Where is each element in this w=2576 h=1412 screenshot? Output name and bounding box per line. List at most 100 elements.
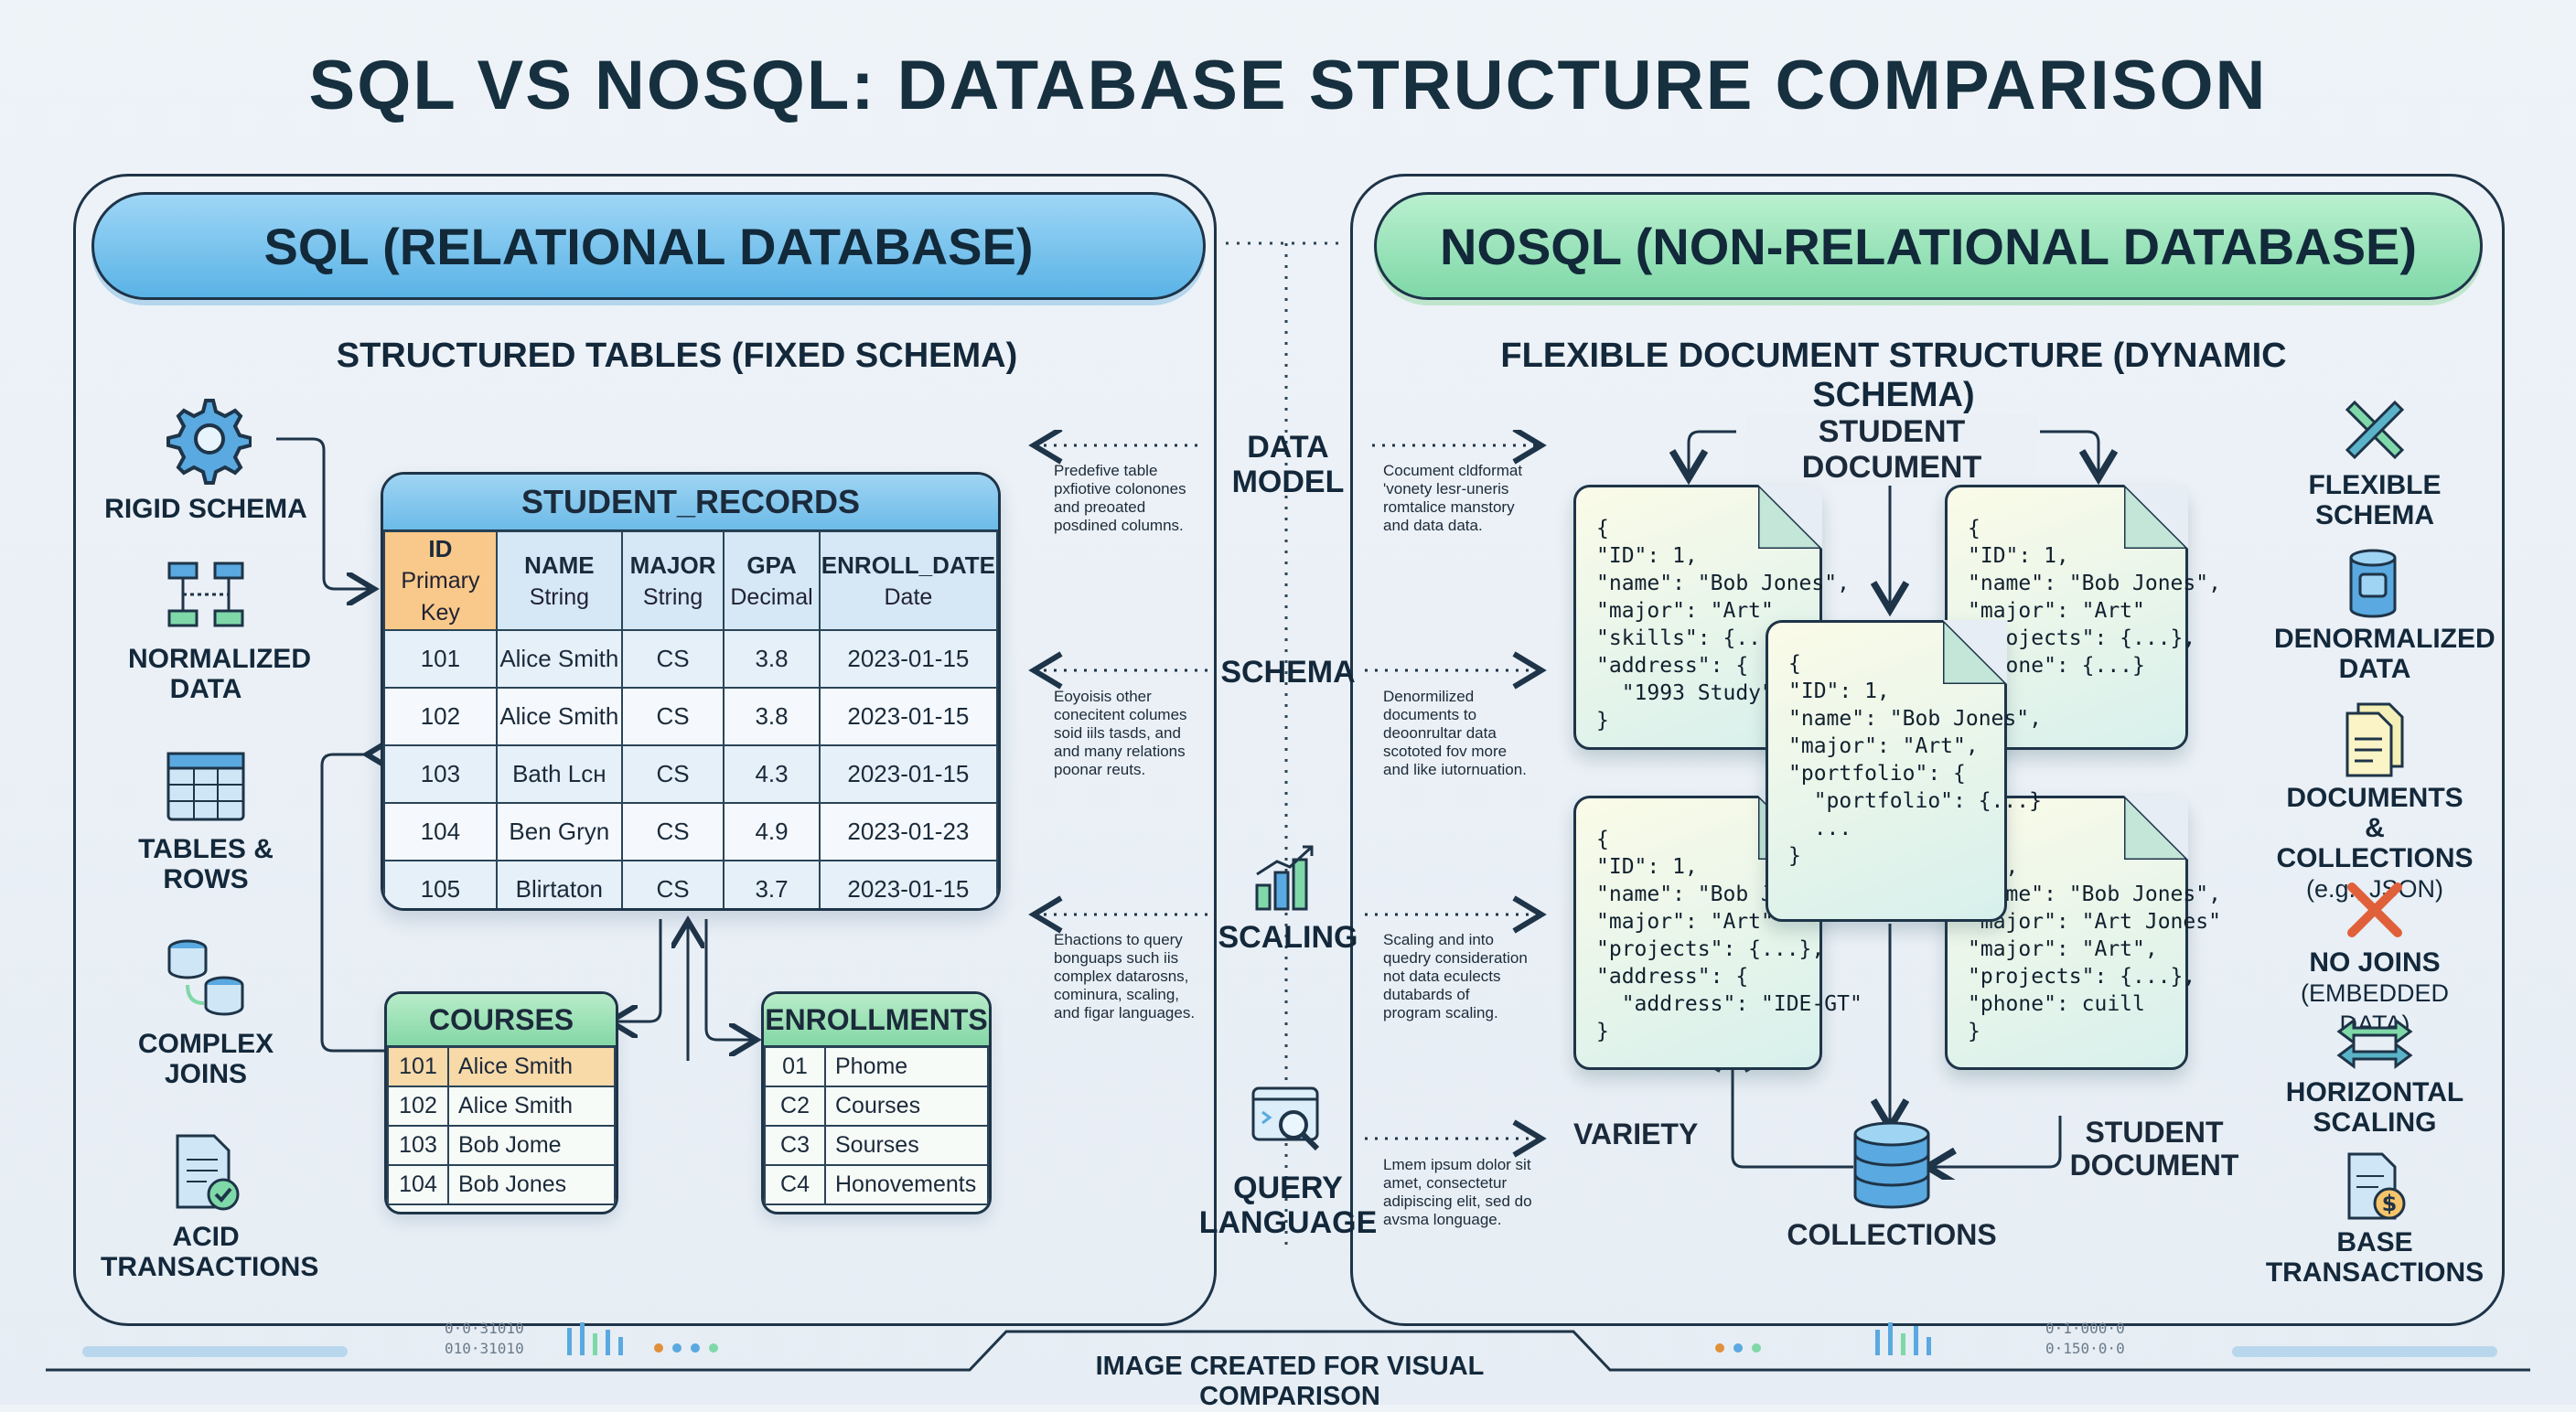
collections-database-icon [1853,1121,1930,1209]
table-icon [166,752,245,821]
cell: 2023-01-15 [818,744,998,804]
horizontal-scaling-feature: HORIZONTAL SCALING [2265,1015,2485,1138]
cell: C4 [764,1164,826,1205]
cell: 2023-01-15 [818,687,998,746]
normalized-data-feature: NORMALIZED DATA [101,560,311,704]
page-fold-icon [2124,796,2188,860]
database-join-icon [167,939,244,1016]
cell: Bob Jome [447,1125,616,1166]
cell: C2 [764,1086,826,1127]
page-fold-icon [2124,485,2188,549]
cell: 103 [387,1125,449,1166]
cell: 4.3 [723,744,821,804]
cell: CS [620,802,725,861]
cell: 102 [387,1086,449,1127]
document-card-center: { "ID": 1, "name": "Bob Jones", "major":… [1766,620,2042,922]
cell: Bath Lcн [495,744,623,804]
x-icon [2347,882,2402,937]
sql-subtitle: STRUCTURED TABLES (FIXED SCHEMA) [336,337,1018,375]
base-transactions-feature: $ BASE TRANSACTIONS [2265,1150,2485,1288]
scaling-nosql-note: Scaling and into quedry consideration no… [1383,931,1528,1022]
query-search-icon [1251,1086,1320,1151]
document-dollar-icon: $ [2347,1152,2406,1220]
sql-header: SQL (RELATIONAL DATABASE) [91,192,1206,300]
normalized-data-label: NORMALIZED DATA [128,644,311,704]
scaling-label: SCALING [1218,920,1358,955]
document-card: { "ID": 1, "name": "Bob Jones", "major":… [1573,485,1850,750]
page-title: SQL VS NOSQL: DATABASE STRUCTURE COMPARI… [308,47,2268,124]
collections-label: COLLECTIONS [1787,1218,1997,1251]
cell: Bob Jones [447,1164,616,1205]
nosql-subtitle: FLEXIBLE DOCUMENT STRUCTURE (DYNAMIC SCH… [1500,337,2287,414]
courses-title: COURSES [387,994,616,1048]
cell: 105 [383,860,498,908]
footer-left-code: 0·0·31010 010·31010 [445,1320,524,1357]
documents-collections-feature: DOCUMENTS & COLLECTIONS(e.g., JSON) [2265,701,2485,904]
document-check-icon [176,1134,240,1211]
acid-transactions-feature: ACID TRANSACTIONS [91,1132,320,1282]
center-divider [1226,241,1347,1253]
document-json: { "ID": 1, "name": "Bob Jones", "major":… [1788,652,2042,868]
cell: Alice Smith [495,629,623,689]
sql-panel [73,174,1217,1326]
query-language-nosql-note: Lmem ipsum dolor sit amet, consectetur a… [1383,1156,1532,1228]
horizontal-arrows-icon [2336,1018,2413,1069]
denormalized-data-label: DENORMALIZED DATA [2274,624,2496,684]
complex-joins-label: COMPLEX JOINS [137,1029,274,1089]
student-document-top-label: STUDENT DOCUMENT [1745,414,2038,486]
page-fold-icon [1758,485,1822,549]
cell: Blirtaton [495,860,623,908]
center-arrows [1028,430,1547,1158]
scaling-sql-note: Ehactions to query bonguaps such iis com… [1054,931,1196,1022]
cell: 101 [383,629,498,689]
documents-icon [2345,702,2404,777]
cell: 3.8 [723,687,821,746]
cell: Sourses [824,1125,989,1166]
database-box-icon [2349,549,2397,618]
cell: Alice Smith [447,1086,616,1127]
cell: Alice Smith [447,1046,616,1087]
flexible-schema-label: FLEXIBLE SCHEMA [2308,470,2442,530]
variety-label: VARIETY [1573,1118,1699,1150]
cell: Phome [824,1046,989,1087]
gear-icon [166,399,252,485]
flexible-schema-feature: FLEXIBLE SCHEMA [2265,393,2485,530]
documents-collections-label: DOCUMENTS & COLLECTIONS(e.g., JSON) [2265,783,2485,904]
crossed-arrows-icon [2345,400,2405,460]
cell: 01 [764,1046,826,1087]
cell: CS [620,629,725,689]
hierarchy-icon [167,562,244,627]
denormalized-data-feature: DENORMALIZED DATA [2265,547,2496,684]
tables-rows-feature: TABLES & ROWS [101,750,311,894]
rigid-schema-label: RIGID SCHEMA [104,494,307,524]
nosql-panel [1350,174,2505,1326]
schema-nosql-note: Denormilized documents to deoonrultar da… [1383,688,1527,778]
acid-transactions-label: ACID TRANSACTIONS [101,1222,319,1282]
cell: 4.9 [723,802,821,861]
cell: CS [620,687,725,746]
footer-banner-shape [46,1322,2530,1372]
cell: 104 [383,802,498,861]
cell: Ben Gryn [495,802,623,861]
bar-chart-icon [1255,845,1314,911]
cell: CS [620,744,725,804]
cell: 103 [383,744,498,804]
